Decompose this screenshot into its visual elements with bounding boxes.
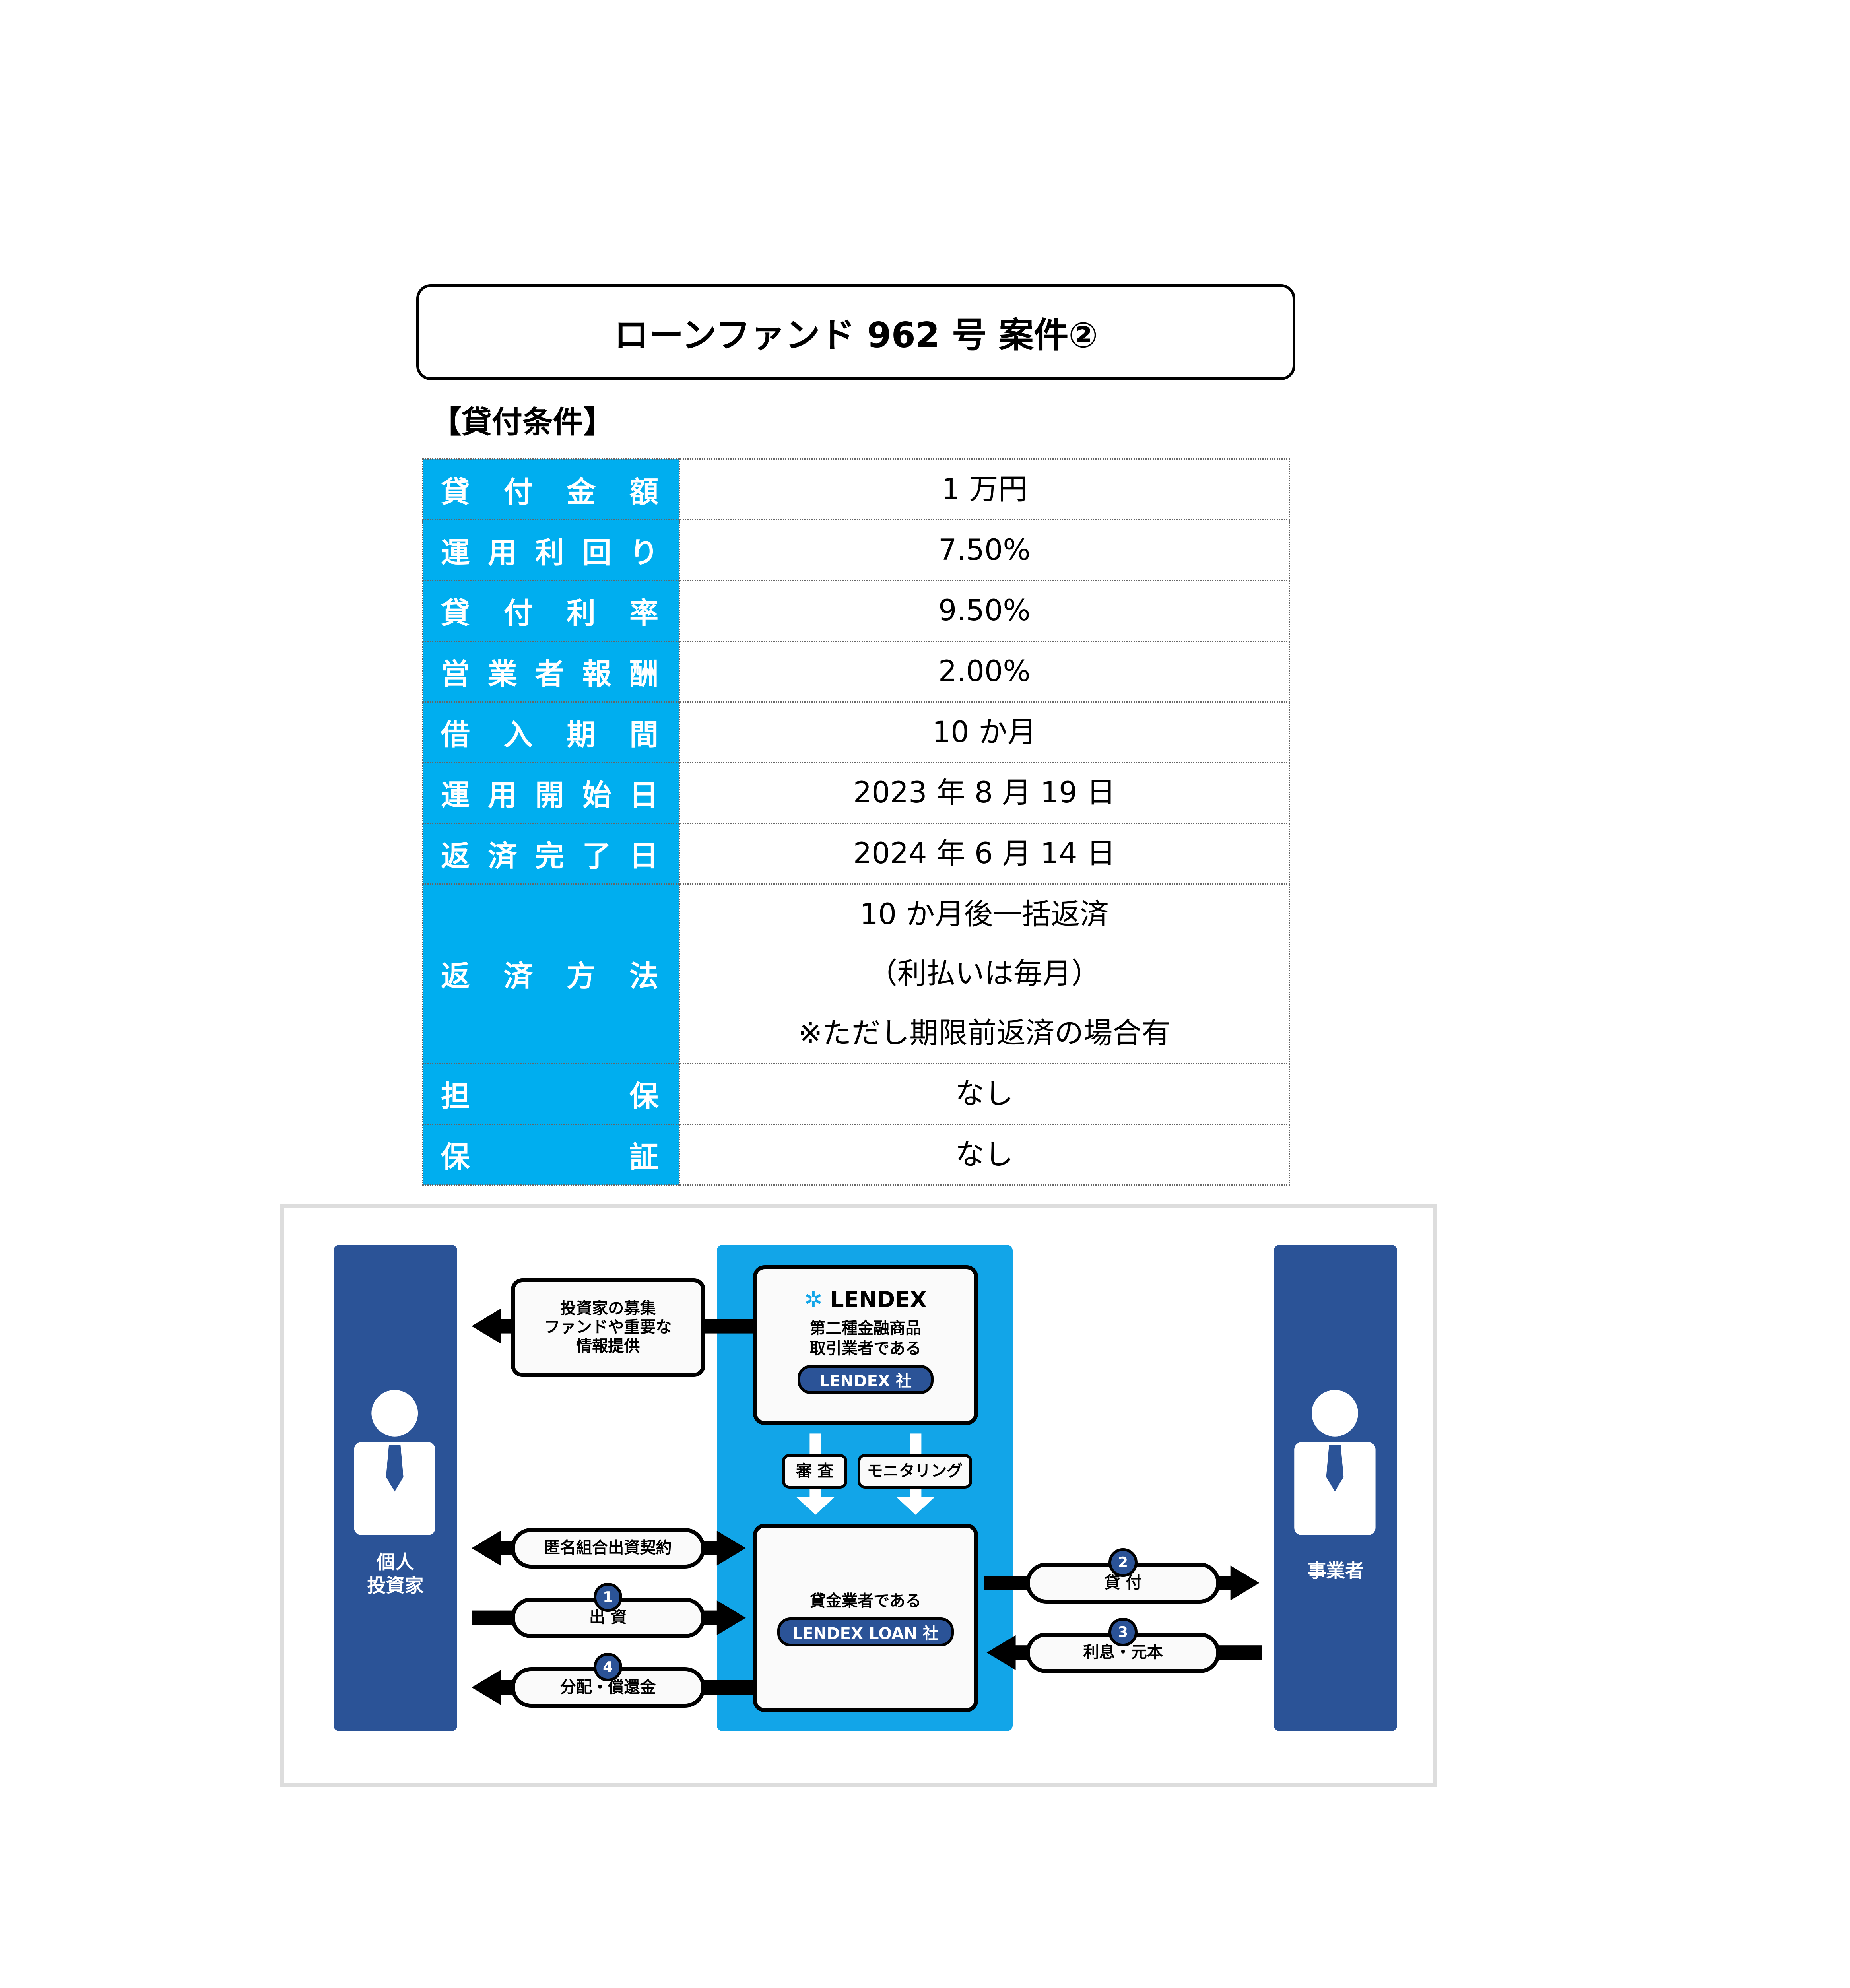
scheme-diagram [280, 1204, 1437, 1787]
term-value: 9.50% [679, 580, 1290, 642]
document-page: ローンファンド 962 号 案件② 【貸付条件】 貸付金額 1 万円運用利回り 7.… [280, 284, 1437, 1787]
term-label: 貸付金額 [422, 458, 680, 520]
lendex-badge: LENDEX 社 [797, 1365, 934, 1394]
contract-pill: 匿名組合出資契約 [511, 1528, 705, 1569]
investor-label-line: 個人 [377, 1551, 414, 1574]
term-value: 2024 年 6 月 14 日 [679, 822, 1290, 885]
logo-mark-icon: ✲ [804, 1287, 823, 1312]
term-row: 貸付利率 9.50% [422, 580, 1290, 642]
investor-label: 個人投資家 [334, 1551, 457, 1598]
term-row: 返済方法 10 か月後一括返済 （利払いは毎月） ※ただし期限前返済の場合有 [422, 883, 1290, 1064]
step-4-badge: 4 [593, 1652, 622, 1682]
lendex-loan-badge: LENDEX LOAN 社 [777, 1617, 954, 1647]
review-label: 審 査 [782, 1454, 848, 1489]
term-value-line: 9.50% [938, 594, 1031, 628]
term-label: 返済方法 [422, 883, 680, 1064]
term-value-line: ※ただし期限前返済の場合有 [798, 1016, 1171, 1050]
term-row: 営業者報酬 2.00% [422, 641, 1290, 703]
term-label: 運用利回り [422, 519, 680, 581]
term-value-line: 10 か月後一括返済 [860, 897, 1109, 931]
term-value: 10 か月 [679, 701, 1290, 763]
term-value-line: 2.00% [938, 654, 1031, 689]
term-label: 担保 [422, 1063, 680, 1125]
term-value-line: 2023 年 8 月 19 日 [853, 776, 1116, 810]
term-label: 営業者報酬 [422, 641, 680, 703]
loan-terms-table: 貸付金額 1 万円運用利回り 7.50% 貸付利率 9.50% 営業者報酬 2.00% 借入期… [422, 458, 1290, 1186]
term-row: 保証 なし [422, 1124, 1290, 1186]
investor-person-icon [354, 1390, 435, 1535]
term-value-line: （利払いは毎月） [868, 957, 1101, 991]
term-value-line: 10 か月 [932, 715, 1037, 749]
lendex-box: ✲ LENDEX 第二種金融商品取引業者である LENDEX 社 [753, 1265, 978, 1425]
type2-description: 第二種金融商品取引業者である [809, 1319, 922, 1358]
info-provision-pill: 投資家の募集ファンドや重要な情報提供 [511, 1278, 705, 1377]
term-value: なし [679, 1124, 1290, 1186]
term-value: 7.50% [679, 519, 1290, 581]
term-value-line: 1 万円 [941, 472, 1027, 507]
term-value: 10 か月後一括返済 （利払いは毎月） ※ただし期限前返済の場合有 [679, 883, 1290, 1064]
business-label: 事業者 [1307, 1560, 1364, 1582]
step-3-badge: 3 [1108, 1618, 1138, 1647]
term-value: 1 万円 [679, 458, 1290, 520]
lender-description: 貸金業者である [809, 1592, 922, 1611]
business-person-icon [1294, 1390, 1376, 1535]
investor-label-line: 投資家 [367, 1574, 424, 1597]
term-row: 貸付金額 1 万円 [422, 458, 1290, 520]
term-value-line: 7.50% [938, 533, 1031, 567]
term-label: 返済完了日 [422, 822, 680, 885]
logo-text: LENDEX [830, 1287, 927, 1312]
term-row: 担保 なし [422, 1063, 1290, 1125]
lendex-logo: ✲ LENDEX [757, 1289, 974, 1310]
term-value: なし [679, 1063, 1290, 1125]
term-value: 2023 年 8 月 19 日 [679, 762, 1290, 824]
term-value: 2.00% [679, 641, 1290, 703]
term-row: 返済完了日 2024 年 6 月 14 日 [422, 822, 1290, 885]
term-label: 運用開始日 [422, 762, 680, 824]
step-2-badge: 2 [1108, 1548, 1138, 1577]
lendex-loan-box: 貸金業者である LENDEX LOAN 社 [753, 1523, 978, 1712]
term-value-line: なし [955, 1077, 1013, 1111]
term-label: 貸付利率 [422, 580, 680, 642]
term-label: 借入期間 [422, 701, 680, 763]
term-label: 保証 [422, 1124, 680, 1186]
section-heading: 【貸付条件】 [431, 404, 614, 440]
term-value-line: なし [955, 1138, 1013, 1172]
term-row: 借入期間 10 か月 [422, 701, 1290, 763]
monitoring-label: モニタリング [857, 1454, 973, 1489]
page-title: ローンファンド 962 号 案件② [416, 284, 1296, 380]
term-value-line: 2024 年 6 月 14 日 [853, 836, 1116, 870]
step-1-badge: 1 [593, 1583, 622, 1612]
term-row: 運用開始日 2023 年 8 月 19 日 [422, 762, 1290, 824]
term-row: 運用利回り 7.50% [422, 519, 1290, 581]
